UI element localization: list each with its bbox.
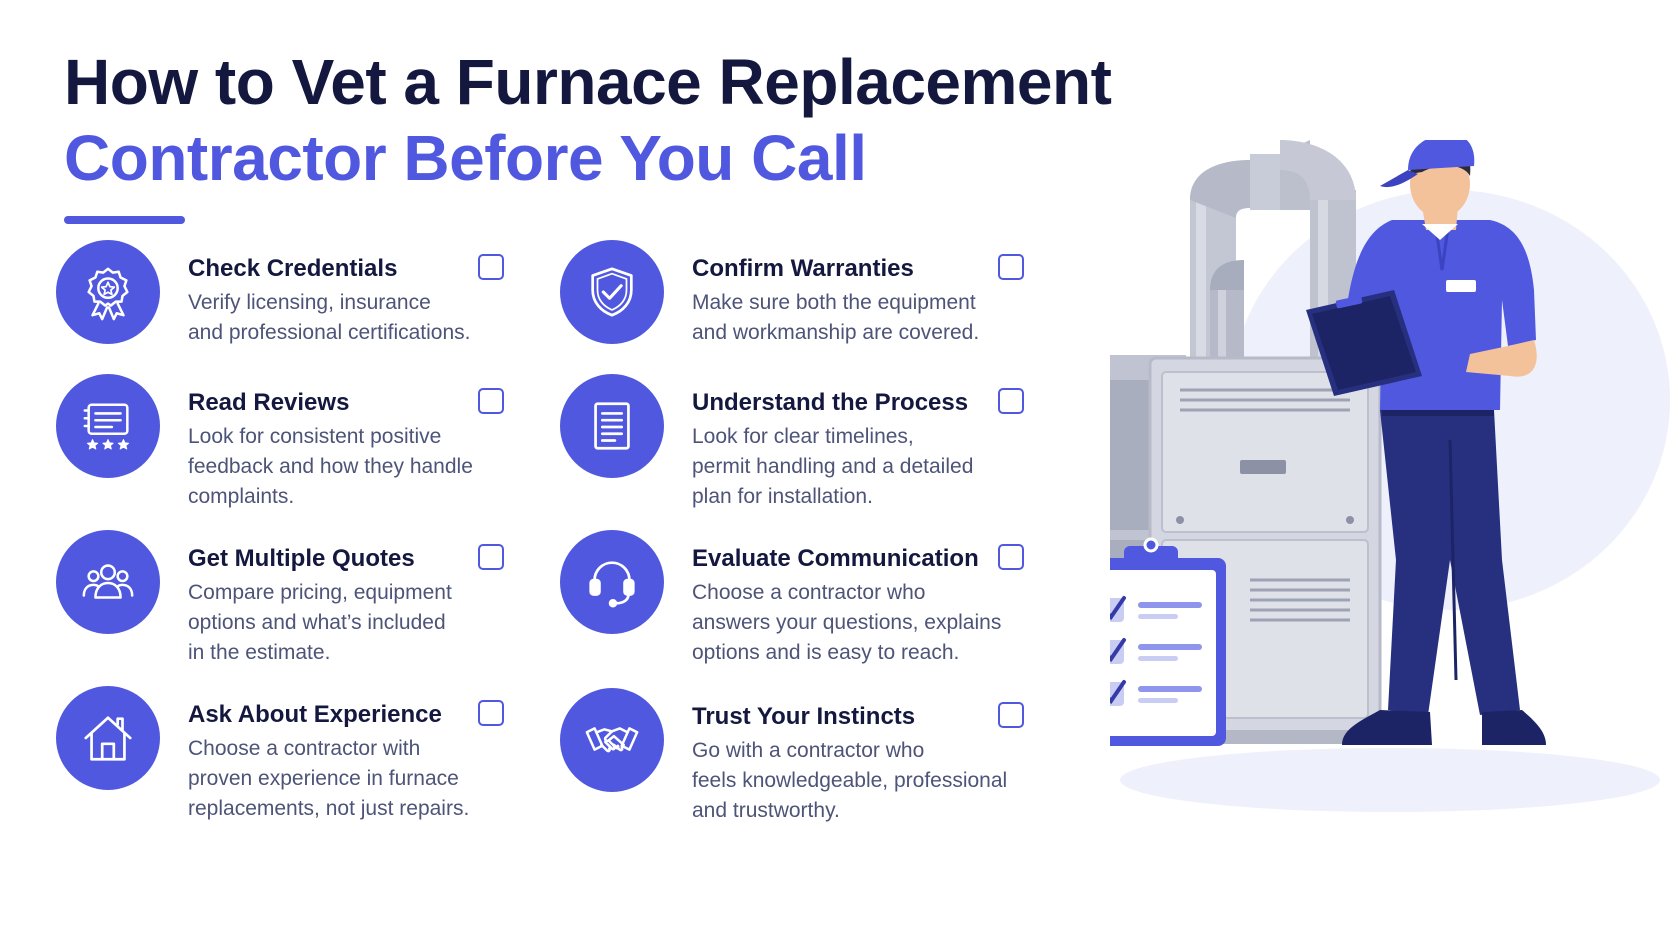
checkbox[interactable] [998,388,1024,414]
item-read-reviews: Read Reviews Look for consistent positiv… [56,374,576,514]
page-title-line-2: Contractor Before You Call [64,122,867,194]
checkbox[interactable] [998,254,1024,280]
item-description: Look for consistent positive feedback an… [188,425,473,508]
item-title: Confirm Warranties [692,255,914,282]
checkbox[interactable] [478,254,504,280]
clipboard-checklist [1076,537,1226,746]
page-title-line-1: How to Vet a Furnace Replacement [64,46,1112,118]
item-title: Check Credentials [188,255,398,282]
item-description: Go with a contractor who feels knowledge… [692,739,1008,822]
item-title: Evaluate Communication [692,545,979,572]
technician-furnace-illustration [1076,134,1670,840]
item-description: Choose a contractor with proven experien… [188,737,470,820]
item-description: Look for clear timelines, permit handlin… [692,425,974,508]
document-icon [560,374,664,478]
technician-figure [1306,134,1546,745]
item-title: Read Reviews [188,389,350,416]
item-confirm-warranties: Confirm Warranties Make sure both the eq… [560,240,1080,380]
review-stars-icon [56,374,160,478]
people-group-icon [56,530,160,634]
checkbox[interactable] [998,702,1024,728]
item-ask-about-experience: Ask About Experience Choose a contractor… [56,686,576,826]
checkbox[interactable] [478,700,504,726]
headset-icon [560,530,664,634]
item-understand-the-process: Understand the Process Look for clear ti… [560,374,1080,514]
item-get-multiple-quotes: Get Multiple Quotes Compare pricing, equ… [56,530,576,670]
floor-shadow [1120,748,1660,812]
item-title: Get Multiple Quotes [188,545,415,572]
item-title: Understand the Process [692,389,969,416]
page-title: How to Vet a Furnace Replacement Contrac… [64,44,1112,196]
house-icon [56,686,160,790]
checkbox[interactable] [998,544,1024,570]
item-trust-your-instincts: Trust Your Instincts Go with a contracto… [560,688,1080,828]
shield-check-icon [560,240,664,344]
item-title: Trust Your Instincts [692,703,916,730]
item-description: Choose a contractor who answers your que… [692,581,1002,664]
item-description: Compare pricing, equipment options and w… [188,581,452,664]
item-title: Ask About Experience [188,701,442,728]
item-evaluate-communication: Evaluate Communication Choose a contract… [560,530,1080,670]
handshake-icon [560,688,664,792]
award-ribbon-icon [56,240,160,344]
checkbox[interactable] [478,544,504,570]
item-description: Make sure both the equipment and workman… [692,291,980,344]
item-check-credentials: Check Credentials Verify licensing, insu… [56,240,576,380]
item-description: Verify licensing, insurance and professi… [188,291,471,344]
checkbox[interactable] [478,388,504,414]
title-underline [64,216,185,224]
